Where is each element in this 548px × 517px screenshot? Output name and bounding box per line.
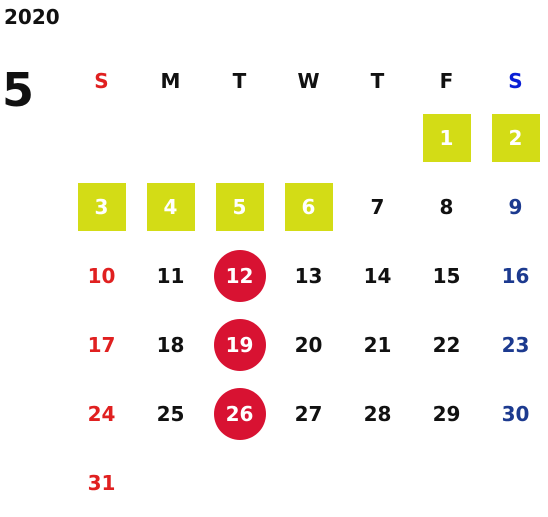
- weekday-header-row: S M T W T F S: [67, 58, 548, 103]
- day-number: 2: [508, 125, 523, 150]
- day-number: 29: [432, 401, 461, 426]
- day-number: 25: [156, 401, 185, 426]
- week-row: 10 11 12 13 14 15 16: [67, 241, 548, 310]
- empty-day-cell: [136, 459, 205, 507]
- day-number: 7: [370, 194, 385, 219]
- day-number: 11: [156, 263, 185, 288]
- weekday-header-friday: F: [439, 68, 454, 93]
- day-number: 15: [432, 263, 461, 288]
- empty-day-cell: [481, 459, 548, 507]
- week-row: 3 4 5 6 7 8 9: [67, 172, 548, 241]
- day-cell[interactable]: 28: [343, 390, 412, 438]
- weekday-header-saturday: S: [508, 68, 523, 93]
- day-number: 5: [232, 194, 247, 219]
- day-cell[interactable]: 3: [67, 183, 136, 231]
- day-cell[interactable]: 5: [205, 183, 274, 231]
- day-cell[interactable]: 21: [343, 321, 412, 369]
- day-cell[interactable]: 10: [67, 252, 136, 300]
- weekday-header-wednesday: W: [297, 68, 320, 93]
- day-cell[interactable]: 18: [136, 321, 205, 369]
- day-cell[interactable]: 20: [274, 321, 343, 369]
- day-number: 28: [363, 401, 392, 426]
- day-cell[interactable]: 26: [205, 390, 274, 438]
- day-number: 19: [225, 332, 254, 357]
- day-number: 16: [501, 263, 530, 288]
- day-number: 3: [94, 194, 109, 219]
- empty-day-cell: [343, 114, 412, 162]
- day-number: 1: [439, 125, 454, 150]
- day-cell[interactable]: 25: [136, 390, 205, 438]
- day-number: 27: [294, 401, 323, 426]
- month-number: 5: [2, 63, 35, 117]
- day-number: 18: [156, 332, 185, 357]
- weekday-header-sunday: S: [94, 68, 109, 93]
- day-number: 21: [363, 332, 392, 357]
- week-row: 31: [67, 448, 548, 517]
- empty-day-cell: [412, 459, 481, 507]
- empty-day-cell: [274, 459, 343, 507]
- day-number: 30: [501, 401, 530, 426]
- weekday-header-thursday: T: [370, 68, 385, 93]
- day-number: 23: [501, 332, 530, 357]
- day-number: 12: [225, 263, 254, 288]
- day-number: 20: [294, 332, 323, 357]
- day-cell[interactable]: 7: [343, 183, 412, 231]
- day-number: 4: [163, 194, 178, 219]
- day-cell[interactable]: 6: [274, 183, 343, 231]
- day-cell[interactable]: 11: [136, 252, 205, 300]
- day-cell[interactable]: 14: [343, 252, 412, 300]
- day-number: 17: [87, 332, 116, 357]
- day-cell[interactable]: 24: [67, 390, 136, 438]
- day-cell[interactable]: 30: [481, 390, 548, 438]
- day-cell[interactable]: 4: [136, 183, 205, 231]
- day-cell[interactable]: 9: [481, 183, 548, 231]
- day-cell[interactable]: 27: [274, 390, 343, 438]
- empty-day-cell: [205, 114, 274, 162]
- day-number: 6: [301, 194, 316, 219]
- day-number: 13: [294, 263, 323, 288]
- day-number: 8: [439, 194, 454, 219]
- day-number: 26: [225, 401, 254, 426]
- day-cell[interactable]: 15: [412, 252, 481, 300]
- day-cell[interactable]: 23: [481, 321, 548, 369]
- empty-day-cell: [205, 459, 274, 507]
- day-cell[interactable]: 1: [412, 114, 481, 162]
- empty-day-cell: [274, 114, 343, 162]
- day-number: 10: [87, 263, 116, 288]
- day-cell[interactable]: 17: [67, 321, 136, 369]
- day-cell[interactable]: 2: [481, 114, 548, 162]
- week-row: 24 25 26 27 28 29 30: [67, 379, 548, 448]
- year-label: 2020: [4, 5, 60, 29]
- empty-day-cell: [136, 114, 205, 162]
- day-cell[interactable]: 13: [274, 252, 343, 300]
- weekday-header-monday: M: [160, 68, 181, 93]
- empty-day-cell: [67, 114, 136, 162]
- day-cell[interactable]: 22: [412, 321, 481, 369]
- day-cell[interactable]: 19: [205, 321, 274, 369]
- day-cell[interactable]: 8: [412, 183, 481, 231]
- week-row: 17 18 19 20 21 22 23: [67, 310, 548, 379]
- day-number: 9: [508, 194, 523, 219]
- day-number: 22: [432, 332, 461, 357]
- day-cell[interactable]: 29: [412, 390, 481, 438]
- day-number: 14: [363, 263, 392, 288]
- day-cell[interactable]: 31: [67, 459, 136, 507]
- empty-day-cell: [343, 459, 412, 507]
- day-number: 31: [87, 470, 116, 495]
- day-cell[interactable]: 16: [481, 252, 548, 300]
- day-number: 24: [87, 401, 116, 426]
- weekday-header-tuesday: T: [232, 68, 247, 93]
- day-cell[interactable]: 12: [205, 252, 274, 300]
